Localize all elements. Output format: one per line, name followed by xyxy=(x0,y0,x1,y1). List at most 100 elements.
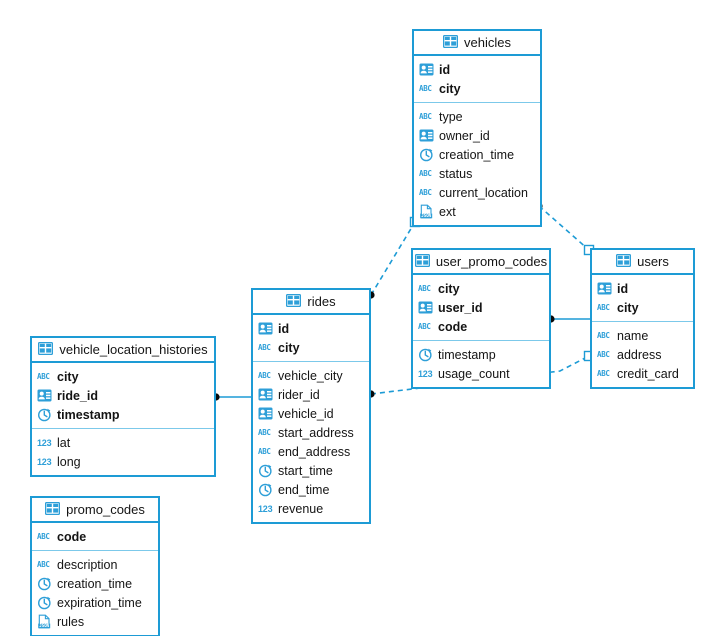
abc-icon: ABC xyxy=(597,303,610,312)
table-grid-icon xyxy=(616,254,632,269)
column-name: code xyxy=(57,529,87,544)
column-row[interactable]: id xyxy=(592,279,693,298)
table-header-users[interactable]: users xyxy=(592,250,693,275)
abc-icon: ABC xyxy=(258,428,271,437)
abc-icon: ABC xyxy=(258,343,271,352)
column-row[interactable]: creation_time xyxy=(414,145,540,164)
table-title: rides xyxy=(307,294,336,309)
clock-icon xyxy=(37,407,52,422)
column-name: vehicle_id xyxy=(278,406,334,421)
id-card-icon xyxy=(258,321,273,336)
abc-icon: ABC xyxy=(37,560,50,569)
column-row[interactable]: user_id xyxy=(413,298,549,317)
id-card-icon xyxy=(597,281,612,296)
table-header-vehicle_location_histories[interactable]: vehicle_location_histories xyxy=(32,338,214,363)
table-title: users xyxy=(637,254,669,269)
abc-icon: ABC xyxy=(258,371,271,380)
column-name: status xyxy=(439,166,473,181)
table-header-promo_codes[interactable]: promo_codes xyxy=(32,498,158,523)
column-row[interactable]: ABC vehicle_city xyxy=(253,366,369,385)
clock-icon xyxy=(37,595,52,610)
column-name: rules xyxy=(57,614,85,629)
table-header-vehicles[interactable]: vehicles xyxy=(414,31,540,56)
column-row[interactable]: ride_id xyxy=(32,386,214,405)
abc-icon: ABC xyxy=(597,369,610,378)
abc-icon: ABC xyxy=(418,284,431,293)
id-card-icon xyxy=(258,406,273,421)
column-row[interactable]: end_time xyxy=(253,480,369,499)
relationship-vehicle_location_histories-to-rides[interactable] xyxy=(212,393,251,401)
clock-icon xyxy=(419,147,434,162)
id-card-icon xyxy=(419,62,434,77)
column-name: end_time xyxy=(278,482,330,497)
column-row[interactable]: ABC status xyxy=(414,164,540,183)
clock-icon xyxy=(37,576,52,591)
column-row[interactable]: ABC city xyxy=(253,338,369,357)
column-row[interactable]: owner_id xyxy=(414,126,540,145)
relationship-vehicles-to-users[interactable] xyxy=(535,202,595,256)
column-name: city xyxy=(57,369,79,384)
column-row[interactable]: rider_id xyxy=(253,385,369,404)
column-name: vehicle_city xyxy=(278,368,343,383)
table-title: promo_codes xyxy=(66,502,145,517)
column-name: address xyxy=(617,347,662,362)
abc-icon: ABC xyxy=(419,169,432,178)
column-row[interactable]: timestamp xyxy=(413,345,549,364)
column-name: id xyxy=(617,281,629,296)
column-name: city xyxy=(278,340,300,355)
id-card-icon xyxy=(258,387,273,402)
table-grid-icon xyxy=(38,342,54,357)
table-grid-icon xyxy=(414,254,430,269)
column-row[interactable]: id xyxy=(253,319,369,338)
relationship-user_promo_codes-to-users[interactable] xyxy=(547,315,590,323)
table-header-rides[interactable]: rides xyxy=(253,290,369,315)
column-row[interactable]: vehicle_id xyxy=(253,404,369,423)
id-card-icon xyxy=(419,128,434,143)
table-grid-icon xyxy=(45,502,61,517)
id-card-icon xyxy=(418,300,433,315)
json-icon: JSON xyxy=(419,204,434,219)
column-name: creation_time xyxy=(57,576,133,591)
column-row[interactable]: creation_time xyxy=(32,574,158,593)
column-name: user_id xyxy=(438,300,483,315)
column-row[interactable]: expiration_time xyxy=(32,593,158,612)
column-row[interactable]: ABC start_address xyxy=(253,423,369,442)
column-name: start_address xyxy=(278,425,354,440)
column-name: start_time xyxy=(278,463,333,478)
column-row[interactable]: timestamp xyxy=(32,405,214,424)
column-row[interactable]: id xyxy=(414,60,540,79)
column-name: long xyxy=(57,454,81,469)
column-row[interactable]: start_time xyxy=(253,461,369,480)
table-header-user_promo_codes[interactable]: user_promo_codes xyxy=(413,250,549,275)
